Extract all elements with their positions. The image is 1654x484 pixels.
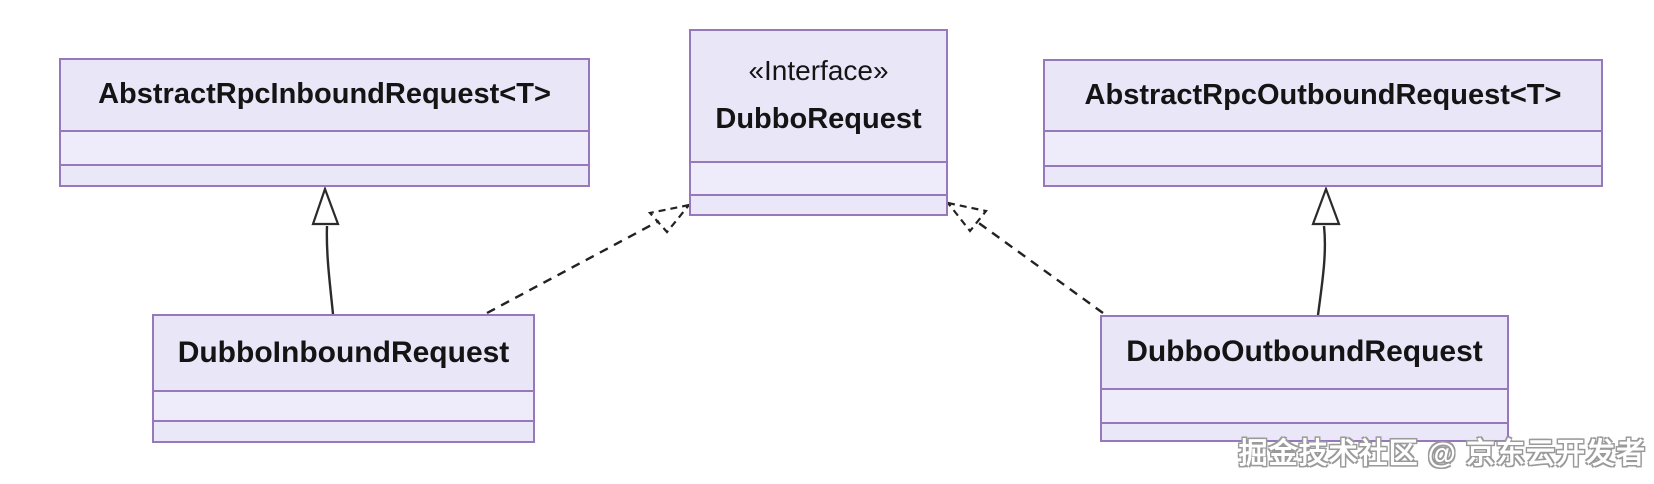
methods-compartment — [1045, 165, 1601, 185]
realization-arrow-inbound — [486, 203, 692, 315]
attributes-compartment — [154, 390, 533, 420]
methods-compartment — [154, 420, 533, 441]
class-box-dubbo-inbound-request: DubboInboundRequest — [152, 314, 535, 443]
watermark-text: 掘金技术社区 @ 京东云开发者 — [1238, 438, 1646, 470]
generalization-arrow-inbound — [311, 185, 340, 315]
attributes-compartment — [61, 130, 588, 164]
class-name: AbstractRpcOutboundRequest<T> — [1084, 78, 1562, 111]
interface-stereotype: «Interface» — [748, 55, 889, 87]
methods-compartment — [61, 164, 588, 185]
interface-box-dubbo-request: «Interface» DubboRequest — [689, 29, 948, 216]
methods-compartment — [1102, 422, 1507, 440]
class-name: AbstractRpcInboundRequest<T> — [98, 78, 551, 111]
methods-compartment — [691, 194, 946, 214]
attributes-compartment — [1102, 388, 1507, 422]
class-name: DubboRequest — [715, 103, 922, 136]
class-name: DubboInboundRequest — [177, 335, 510, 369]
class-box-abstract-rpc-inbound-request: AbstractRpcInboundRequest<T> — [59, 58, 590, 187]
interface-title: «Interface» DubboRequest — [691, 31, 946, 161]
realization-arrow-outbound — [945, 201, 1104, 314]
class-name: DubboOutboundRequest — [1126, 335, 1483, 369]
class-box-dubbo-outbound-request: DubboOutboundRequest — [1100, 315, 1509, 442]
generalization-arrow-outbound — [1311, 185, 1341, 316]
class-box-abstract-rpc-outbound-request: AbstractRpcOutboundRequest<T> — [1043, 59, 1603, 187]
attributes-compartment — [1045, 130, 1601, 165]
attributes-compartment — [691, 161, 946, 194]
